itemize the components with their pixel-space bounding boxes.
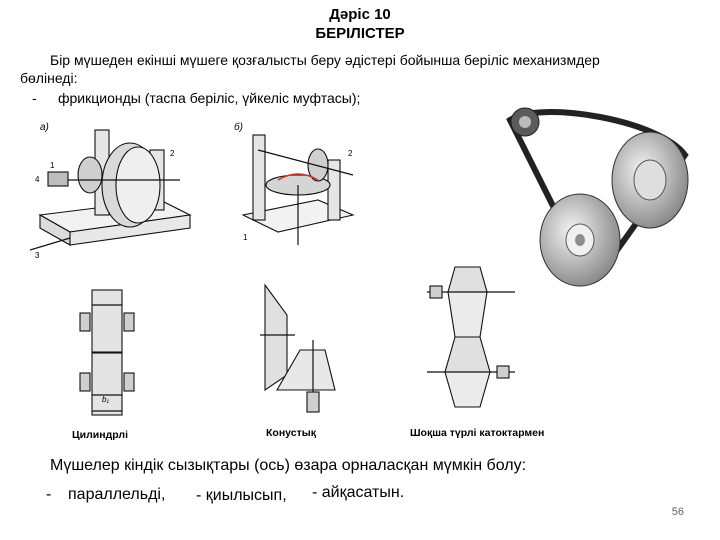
conical-rollers-drawing xyxy=(260,283,336,413)
lecture-title: Дәріс 10 xyxy=(329,6,391,23)
bullet-friction: фрикционды (таспа беріліс, үйкеліс муфта… xyxy=(58,90,361,106)
figure-a-friction-rollers: а) 1 4 2 3 xyxy=(29,120,200,265)
belt-drive-drawing xyxy=(506,107,689,287)
cylindrical-rollers-figure: b₁ xyxy=(78,285,148,420)
intro-line-1: Бір мүшеден екінші мүшеге қозғалысты бер… xyxy=(50,52,600,68)
svg-text:3: 3 xyxy=(35,251,40,260)
svg-text:1: 1 xyxy=(50,161,55,170)
option-intersecting: - қиылысып, xyxy=(196,487,287,504)
section-title: БЕРІЛІСТЕР xyxy=(315,25,405,42)
svg-text:4: 4 xyxy=(35,175,40,184)
svg-text:1: 1 xyxy=(243,233,248,242)
caption-conical: Конустық xyxy=(266,427,316,439)
svg-text:2: 2 xyxy=(348,149,353,158)
intro-line-2: бөлінеді: xyxy=(20,70,78,86)
figure-b-friction-disks: б) 2 1 xyxy=(228,120,368,250)
axes-arrangement-line: Мүшелер кіндік сызықтары (ось) өзара орн… xyxy=(50,457,527,474)
caption-double-cone: Шоқша түрлі катоктармен xyxy=(410,427,545,439)
svg-text:2: 2 xyxy=(170,149,175,158)
belt-drive-illustration xyxy=(500,100,700,290)
axes-dash: - xyxy=(46,486,52,503)
double-cone-rollers-figure xyxy=(425,262,525,412)
double-cone-rollers-drawing xyxy=(427,266,515,408)
figure-a-label: а) xyxy=(40,122,49,133)
figure-a-drawing: 1 4 2 3 xyxy=(29,129,192,260)
option-parallel: параллельді, xyxy=(68,486,166,503)
page-number: 56 xyxy=(671,506,684,518)
conical-rollers-figure xyxy=(255,280,345,415)
caption-cylindrical: Цилиндрлі xyxy=(72,429,128,441)
option-crossing: - айқасатын. xyxy=(312,484,405,501)
width-label: b₁ xyxy=(102,395,109,404)
figure-b-drawing: 2 1 xyxy=(241,134,355,245)
cylindrical-rollers-drawing xyxy=(79,289,135,416)
figure-b-label: б) xyxy=(234,122,243,133)
bullet-dash: - xyxy=(32,90,37,106)
